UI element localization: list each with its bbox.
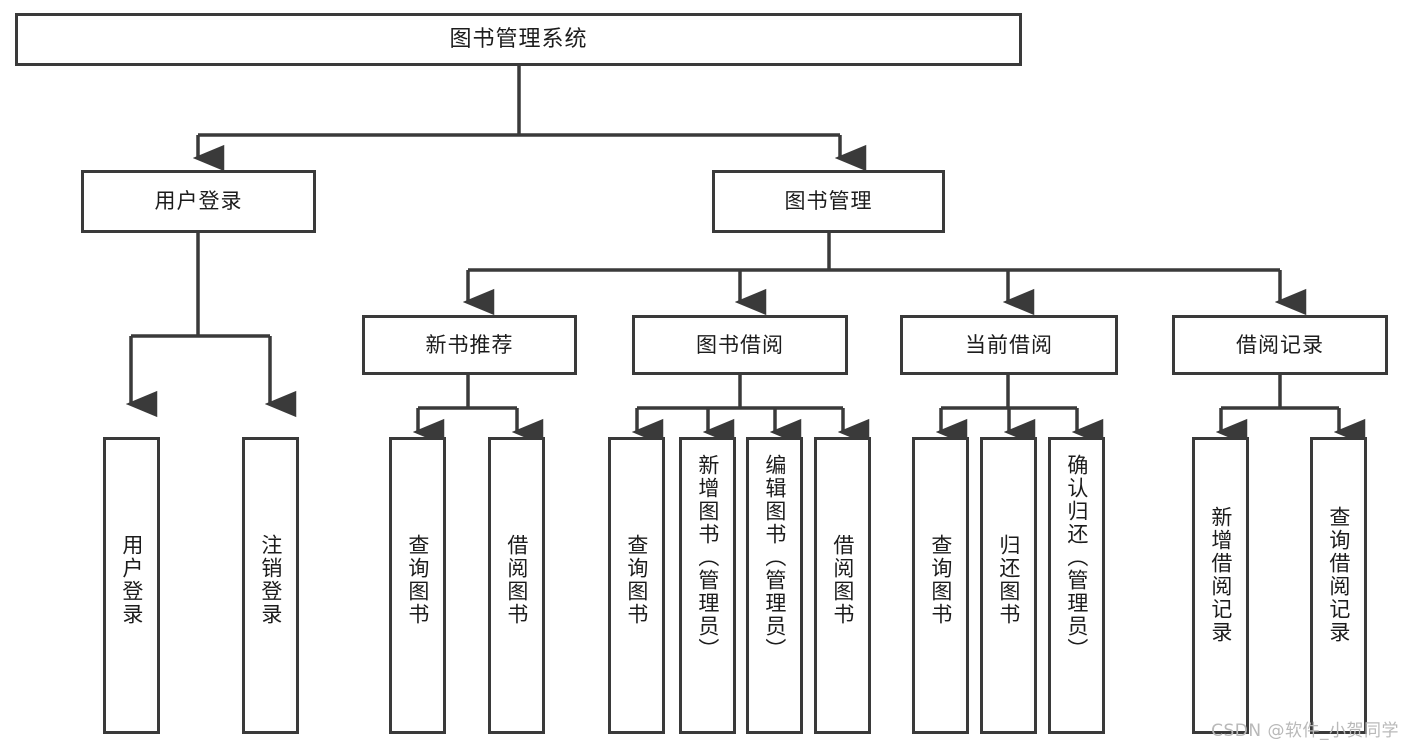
node-user-login[interactable]: 用户登录 xyxy=(81,170,316,233)
node-label: 借阅图书 xyxy=(830,534,855,626)
node-borrow-record[interactable]: 借阅记录 xyxy=(1172,315,1388,375)
node-label: 查询图书 xyxy=(405,534,430,626)
leaf-book-borrow-edit[interactable]: 编辑图书（管理员） xyxy=(746,437,803,734)
node-label: 查询借阅记录 xyxy=(1326,506,1351,644)
leaf-new-book-query[interactable]: 查询图书 xyxy=(389,437,446,734)
leaf-book-borrow-add[interactable]: 新增图书（管理员） xyxy=(679,437,736,734)
node-label: 图书管理系统 xyxy=(449,26,588,52)
node-label: 查询图书 xyxy=(624,534,649,626)
leaf-borrow-record-query[interactable]: 查询借阅记录 xyxy=(1310,437,1367,734)
node-label: 归还图书 xyxy=(996,534,1021,626)
watermark: CSDN @软件_小贺同学 xyxy=(1211,721,1399,741)
node-label: 新增图书（管理员） xyxy=(695,454,720,661)
leaf-current-borrow-query[interactable]: 查询图书 xyxy=(912,437,969,734)
leaf-new-book-borrow[interactable]: 借阅图书 xyxy=(488,437,545,734)
node-book-management[interactable]: 图书管理 xyxy=(712,170,945,233)
node-label: 图书借阅 xyxy=(696,332,784,357)
node-book-borrow[interactable]: 图书借阅 xyxy=(632,315,848,375)
node-label: 编辑图书（管理员） xyxy=(762,454,787,661)
node-label: 查询图书 xyxy=(928,534,953,626)
leaf-book-borrow-query[interactable]: 查询图书 xyxy=(608,437,665,734)
node-label: 图书管理 xyxy=(784,189,873,214)
node-label: 用户登录 xyxy=(154,189,243,214)
node-label: 用户登录 xyxy=(119,534,144,626)
node-label: 借阅图书 xyxy=(504,534,529,626)
leaf-borrow-record-add[interactable]: 新增借阅记录 xyxy=(1192,437,1249,734)
node-label: 新增借阅记录 xyxy=(1208,506,1233,644)
leaf-current-borrow-return[interactable]: 归还图书 xyxy=(980,437,1037,734)
node-root-system[interactable]: 图书管理系统 xyxy=(15,13,1022,66)
node-new-book-recommend[interactable]: 新书推荐 xyxy=(362,315,577,375)
leaf-user-login-logout[interactable]: 注销登录 xyxy=(242,437,299,734)
node-label: 确认归还（管理员） xyxy=(1064,454,1089,661)
leaf-book-borrow-borrow[interactable]: 借阅图书 xyxy=(814,437,871,734)
node-label: 新书推荐 xyxy=(425,332,514,357)
node-label: 当前借阅 xyxy=(965,332,1053,357)
node-current-borrow[interactable]: 当前借阅 xyxy=(900,315,1118,375)
node-label: 借阅记录 xyxy=(1236,332,1324,357)
node-label: 注销登录 xyxy=(258,534,283,626)
leaf-current-borrow-confirm-return[interactable]: 确认归还（管理员） xyxy=(1048,437,1105,734)
leaf-user-login-login[interactable]: 用户登录 xyxy=(103,437,160,734)
